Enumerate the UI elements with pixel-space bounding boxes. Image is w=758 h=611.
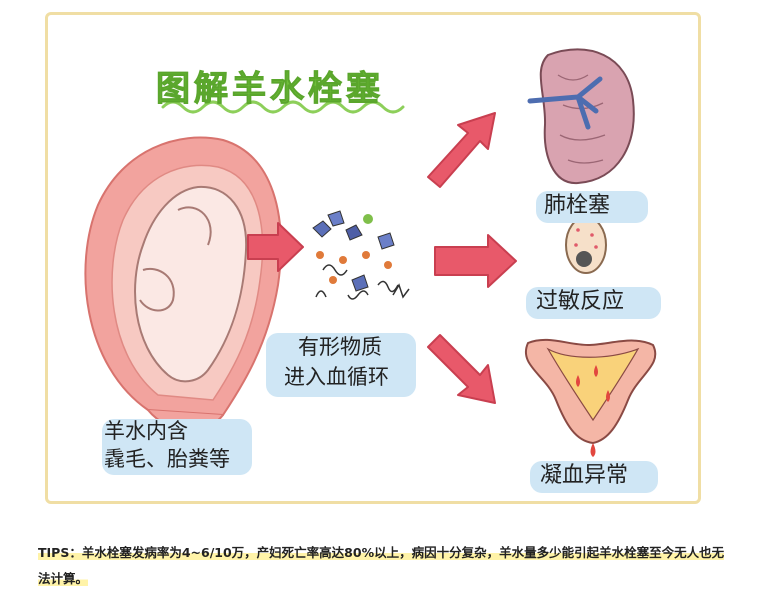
diagram-title: 图解羊水栓塞 — [156, 69, 384, 110]
lung-illustration — [527, 48, 635, 185]
fetus-label-highlight — [102, 419, 252, 475]
outcome-label-coagulation-abnormality: 凝血异常 — [540, 463, 629, 488]
uterus-fetus-illustration — [84, 136, 282, 431]
fetus-arm — [139, 267, 175, 312]
pulmonary-label-highlight — [536, 191, 648, 223]
uterus-bleeding-illustration — [524, 338, 657, 457]
allergy-label-highlight — [526, 287, 661, 319]
coagulation-label-highlight — [530, 461, 658, 493]
title-underline-swirl — [161, 100, 405, 114]
particle-cluster — [312, 210, 410, 300]
diagram-frame: 图解羊水栓塞 羊水内含 毳毛、胎粪等 有形物质 进入血循环 肺栓塞 过敏反应 凝… — [45, 12, 701, 504]
fetus-leg — [177, 206, 212, 246]
lung-shape — [539, 48, 635, 185]
allergic-cell-illustration — [565, 216, 607, 274]
arrow-to-pulmonary — [427, 112, 496, 188]
center-label-line2: 进入血循环 — [284, 365, 389, 389]
tips-note: TIPS：羊水栓塞发病率为4~6/10万，产妇死亡率高达80%以上，病因十分复杂… — [38, 540, 728, 592]
arrow-to-allergy — [434, 234, 517, 288]
center-label-highlight — [266, 333, 416, 397]
center-label-line1: 有形物质 — [298, 335, 382, 359]
fetus-label-line1: 羊水内含 — [104, 419, 188, 443]
arrow-to-bloodstream — [247, 222, 304, 272]
fetus-body — [134, 185, 248, 383]
tips-text: TIPS：羊水栓塞发病率为4~6/10万，产妇死亡率高达80%以上，病因十分复杂… — [38, 545, 725, 586]
outcome-label-pulmonary-embolism: 肺栓塞 — [544, 193, 611, 218]
blood-vessel — [527, 76, 603, 130]
fetus-label-line2: 毳毛、胎粪等 — [104, 447, 230, 471]
outcome-label-allergic-reaction: 过敏反应 — [536, 289, 625, 314]
arrow-to-coagulation — [427, 334, 496, 404]
